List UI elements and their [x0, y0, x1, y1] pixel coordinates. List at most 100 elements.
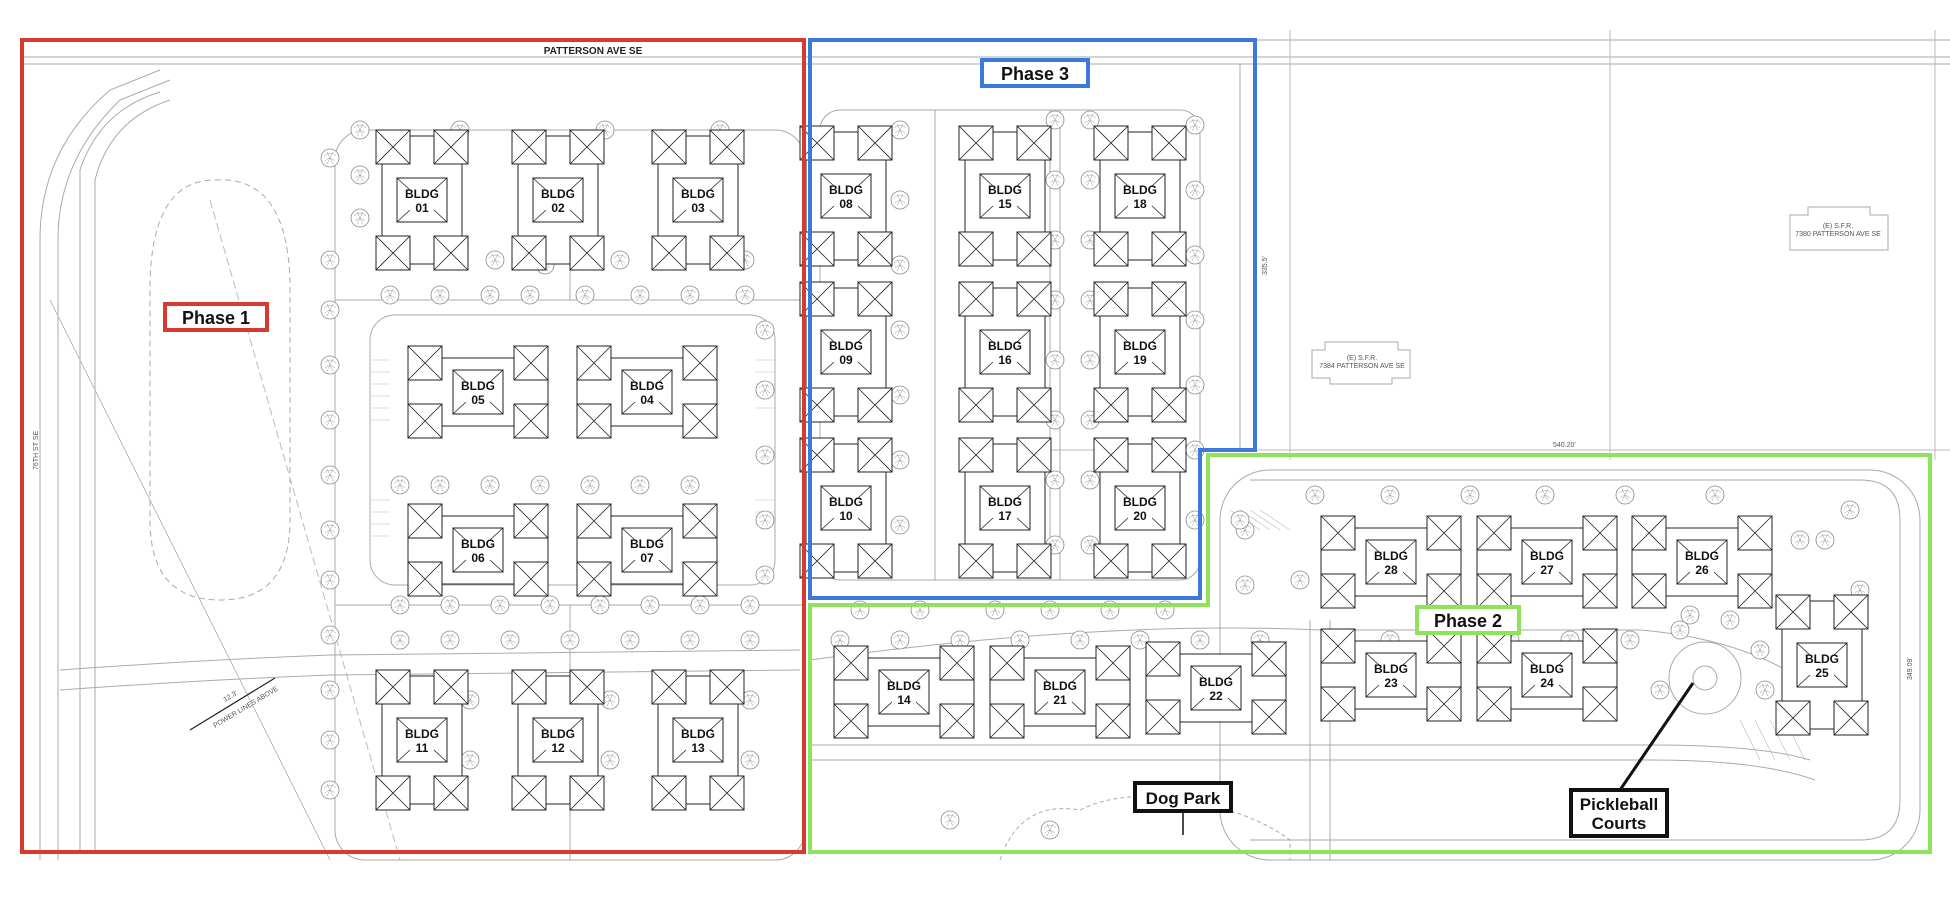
- building-label: BLDG: [1530, 662, 1564, 676]
- building-number: 02: [551, 201, 565, 215]
- building-number: 17: [998, 509, 1012, 523]
- building-number: 18: [1133, 197, 1147, 211]
- building-label: BLDG: [461, 379, 495, 393]
- building-number: 19: [1133, 353, 1147, 367]
- sfr-2-line2: 7380 PATTERSON AVE SE: [1795, 231, 1881, 238]
- dimension-bottom: 540.20': [1553, 442, 1576, 449]
- building-number: 03: [691, 201, 705, 215]
- building-number: 24: [1540, 676, 1554, 690]
- building-number: 20: [1133, 509, 1147, 523]
- building-number: 09: [839, 353, 853, 367]
- building-number: 21: [1053, 693, 1067, 707]
- building-label: BLDG: [1530, 549, 1564, 563]
- dog-park-callout: Dog Park: [1133, 781, 1233, 835]
- building-number: 23: [1384, 676, 1398, 690]
- building-number: 28: [1384, 563, 1398, 577]
- building-label: BLDG: [541, 187, 575, 201]
- phase-3-label: Phase 3: [980, 58, 1090, 88]
- building-number: 22: [1209, 689, 1223, 703]
- building-label: BLDG: [1043, 679, 1077, 693]
- building-number: 13: [691, 741, 705, 755]
- building-number: 27: [1540, 563, 1554, 577]
- pickleball-callout: Pickleball Courts: [1569, 682, 1695, 838]
- phase-boundaries: [20, 38, 1932, 854]
- building-number: 25: [1815, 666, 1829, 680]
- building-label: BLDG: [541, 727, 575, 741]
- building-number: 11: [416, 741, 429, 755]
- building-label: BLDG: [1685, 549, 1719, 563]
- building-label: BLDG: [988, 339, 1022, 353]
- building-number: 08: [839, 197, 853, 211]
- site-linework: [20, 30, 1950, 861]
- pickleball-label-line2: Courts: [1592, 814, 1647, 833]
- building-label: BLDG: [1123, 183, 1157, 197]
- building-number: 16: [998, 353, 1012, 367]
- building-label: BLDG: [1374, 662, 1408, 676]
- pickleball-label-line1: Pickleball: [1580, 795, 1658, 814]
- building-label: BLDG: [630, 379, 664, 393]
- building-label: BLDG: [405, 187, 439, 201]
- phase-3-text: Phase 3: [1001, 64, 1069, 84]
- building-label: BLDG: [681, 187, 715, 201]
- phase-1-text: Phase 1: [182, 308, 250, 328]
- building-label: BLDG: [829, 495, 863, 509]
- phase-2-boundary: [808, 453, 1932, 854]
- building-label: BLDG: [988, 495, 1022, 509]
- sfr-1-line1: (E) S.F.R.: [1347, 355, 1377, 362]
- dimension-right-top: 335.5': [1262, 256, 1269, 275]
- building-number: 15: [998, 197, 1012, 211]
- building-number: 04: [640, 393, 654, 407]
- building-number: 26: [1695, 563, 1709, 577]
- building-number: 10: [839, 509, 853, 523]
- phase-3-boundary: [808, 38, 1257, 600]
- phase-2-label: Phase 2: [1415, 605, 1521, 635]
- building-number: 07: [640, 551, 654, 565]
- building-label: BLDG: [829, 339, 863, 353]
- dimension-right-edge: 349.09': [1907, 657, 1914, 680]
- phase-1-label: Phase 1: [163, 302, 269, 332]
- building-label: BLDG: [1199, 675, 1233, 689]
- building-label: BLDG: [1123, 495, 1157, 509]
- building-label: BLDG: [630, 537, 664, 551]
- building-label: BLDG: [1374, 549, 1408, 563]
- dog-park-label: Dog Park: [1146, 789, 1221, 808]
- building-label: BLDG: [681, 727, 715, 741]
- building-label: BLDG: [829, 183, 863, 197]
- building-label: BLDG: [1123, 339, 1157, 353]
- phase-1-boundary: [20, 38, 806, 854]
- phase-2-text: Phase 2: [1434, 611, 1502, 631]
- building-number: 05: [471, 393, 485, 407]
- street-label: PATTERSON AVE SE: [544, 46, 643, 57]
- building-number: 01: [415, 201, 429, 215]
- building-label: BLDG: [461, 537, 495, 551]
- sfr-2-line1: (E) S.F.R.: [1823, 223, 1853, 230]
- building-number: 06: [471, 551, 485, 565]
- building-label: BLDG: [405, 727, 439, 741]
- sfr-1-line2: 7384 PATTERSON AVE SE: [1319, 363, 1405, 370]
- building-number: 14: [897, 693, 911, 707]
- buildings-layer: BLDG01BLDG02BLDG03BLDG05BLDG04BLDG06BLDG…: [375, 125, 1869, 811]
